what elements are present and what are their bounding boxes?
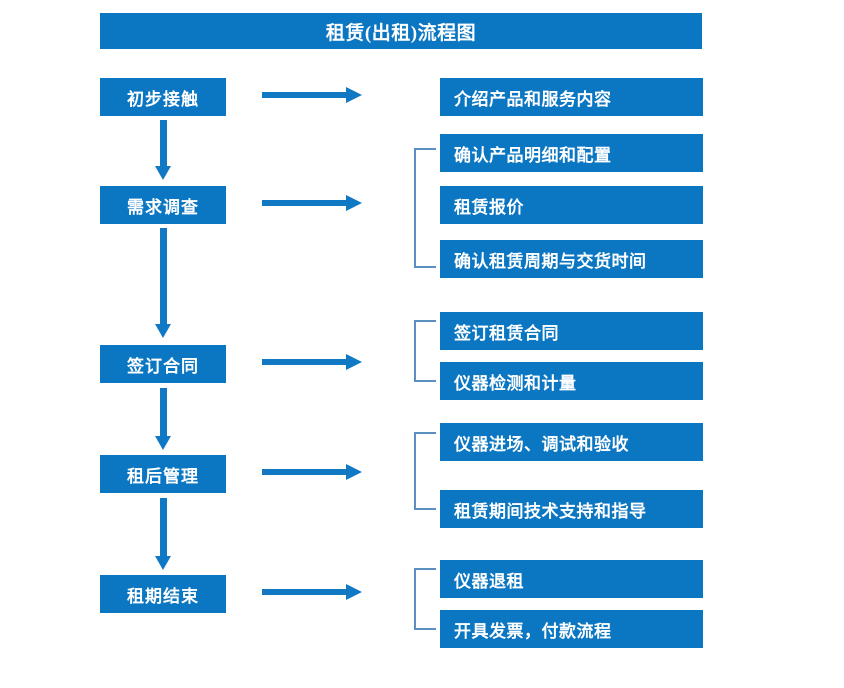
stage-box-post-rental-management[interactable]: 租后管理 <box>100 455 226 493</box>
arrow-head <box>346 584 362 600</box>
detail-box-instrument-delivery[interactable]: 仪器进场、调试和验收 <box>440 423 703 461</box>
stage-box-requirement-survey[interactable]: 需求调查 <box>100 186 226 224</box>
detail-box-technical-support[interactable]: 租赁期间技术支持和指导 <box>440 490 703 528</box>
detail-box-confirm-product-details[interactable]: 确认产品明细和配置 <box>440 134 703 172</box>
arrow-shaft <box>262 589 348 595</box>
arrow-down-contact-to-survey <box>154 120 172 180</box>
arrow-down-survey-to-contract <box>154 228 172 338</box>
arrow-down-contract-to-management <box>154 388 172 450</box>
arrow-right-lease-end <box>262 583 362 601</box>
group-bracket-sign-contract <box>414 320 436 382</box>
arrow-shaft <box>262 359 348 365</box>
arrow-shaft <box>160 120 167 168</box>
page-title: 租赁(出租)流程图 <box>100 13 702 49</box>
arrow-head <box>346 464 362 480</box>
detail-box-confirm-rental-period[interactable]: 确认租赁周期与交货时间 <box>440 240 703 278</box>
detail-box-introduce-products[interactable]: 介绍产品和服务内容 <box>440 78 703 116</box>
arrow-head <box>155 166 171 180</box>
detail-box-instrument-return[interactable]: 仪器退租 <box>440 560 703 598</box>
arrow-right-sign-contract <box>262 353 362 371</box>
group-bracket-lease-end <box>414 568 436 630</box>
arrow-right-requirement-survey <box>262 194 362 212</box>
arrow-head <box>155 436 171 450</box>
arrow-shaft <box>262 469 348 475</box>
arrow-right-post-rental-management <box>262 463 362 481</box>
arrow-right-initial-contact <box>262 86 362 104</box>
arrow-shaft <box>160 498 167 558</box>
stage-box-initial-contact[interactable]: 初步接触 <box>100 78 226 116</box>
arrow-head <box>155 556 171 570</box>
arrow-shaft <box>160 388 167 438</box>
arrow-down-management-to-lease-end <box>154 498 172 570</box>
stage-box-sign-contract[interactable]: 签订合同 <box>100 345 226 383</box>
group-bracket-requirement-survey <box>414 148 436 268</box>
arrow-shaft <box>262 92 348 98</box>
arrow-head <box>346 195 362 211</box>
detail-box-sign-rental-contract[interactable]: 签订租赁合同 <box>440 312 703 350</box>
detail-box-rental-quotation[interactable]: 租赁报价 <box>440 186 703 224</box>
arrow-head <box>346 354 362 370</box>
detail-box-invoice-payment[interactable]: 开具发票，付款流程 <box>440 610 703 648</box>
stage-box-lease-end[interactable]: 租期结束 <box>100 575 226 613</box>
arrow-head <box>346 87 362 103</box>
arrow-shaft <box>262 200 348 206</box>
group-bracket-post-rental-management <box>414 432 436 510</box>
detail-box-instrument-inspection[interactable]: 仪器检测和计量 <box>440 362 703 400</box>
arrow-shaft <box>160 228 167 326</box>
arrow-head <box>155 324 171 338</box>
